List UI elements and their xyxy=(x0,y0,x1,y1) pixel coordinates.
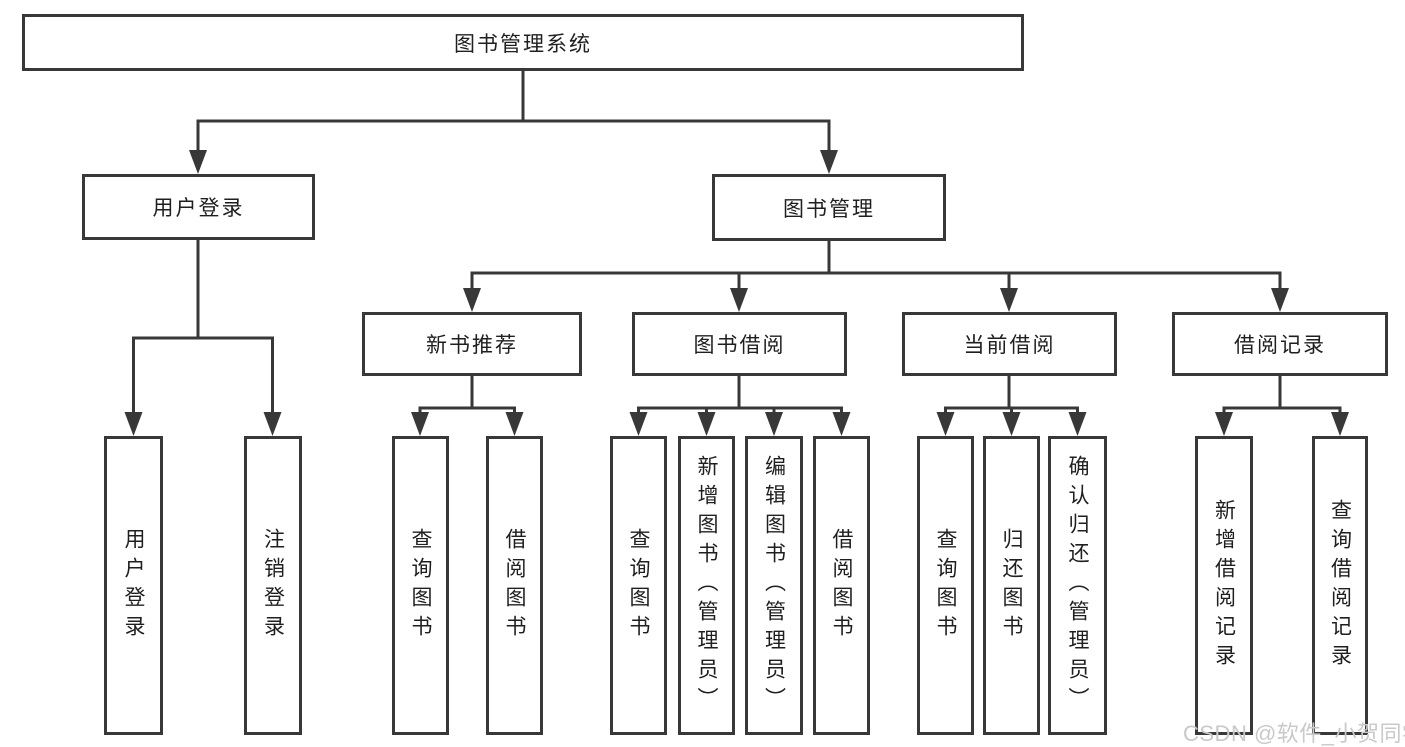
leaf-query-books-current: 查询图书 xyxy=(917,436,974,735)
arrowhead-icon xyxy=(411,412,429,436)
leaf-query-books-borrowing: 查询图书 xyxy=(610,436,667,735)
leaf-label: 归还图书 xyxy=(1000,527,1023,644)
arrowhead-icon xyxy=(730,288,748,312)
arrowheads xyxy=(124,150,1349,436)
leaf-label: 查询图书 xyxy=(934,527,957,644)
leaf-return-books: 归还图书 xyxy=(983,436,1040,735)
node-book-borrowing: 图书借阅 xyxy=(632,312,847,376)
arrowhead-icon xyxy=(463,288,481,312)
leaf-user-login: 用户登录 xyxy=(104,436,163,735)
arrowhead-icon xyxy=(1068,412,1087,436)
leaf-query-borrow-record: 查询借阅记录 xyxy=(1312,436,1368,735)
leaf-borrow-books-recommend: 借阅图书 xyxy=(486,436,543,735)
leaf-label: 新增图书（管理员） xyxy=(695,455,718,716)
node-label: 当前借阅 xyxy=(963,334,1056,357)
node-label: 图书管理 xyxy=(783,197,875,221)
arrowhead-icon xyxy=(629,412,648,436)
arrowhead-icon xyxy=(263,412,282,436)
arrowhead-icon xyxy=(936,412,955,436)
arrowhead-icon xyxy=(832,412,851,436)
leaf-label: 用户登录 xyxy=(122,527,145,644)
leaf-label: 编辑图书（管理员） xyxy=(762,455,786,716)
leaf-borrow-books: 借阅图书 xyxy=(813,436,870,735)
arrowhead-icon xyxy=(1331,412,1349,436)
leaf-add-books-admin: 新增图书（管理员） xyxy=(678,436,735,735)
node-user-login-module: 用户登录 xyxy=(82,174,315,240)
arrowhead-icon xyxy=(505,412,524,436)
node-current-borrowing: 当前借阅 xyxy=(902,312,1117,376)
leaf-logout: 注销登录 xyxy=(244,436,302,735)
arrowhead-icon xyxy=(1002,412,1021,436)
leaf-label: 注销登录 xyxy=(261,527,285,644)
leaf-label: 查询图书 xyxy=(627,527,650,644)
arrowhead-icon xyxy=(124,412,143,436)
leaf-label: 查询借阅记录 xyxy=(1328,498,1352,673)
node-book-management-module: 图书管理 xyxy=(712,174,946,241)
arrowhead-icon xyxy=(1000,288,1018,312)
node-label: 用户登录 xyxy=(152,197,245,220)
node-library-management-system: 图书管理系统 xyxy=(22,14,1024,71)
leaf-query-books-recommend: 查询图书 xyxy=(392,436,449,735)
leaf-label: 借阅图书 xyxy=(830,527,853,644)
leaf-label: 查询图书 xyxy=(409,527,432,644)
leaf-edit-books-admin: 编辑图书（管理员） xyxy=(745,436,803,735)
arrowhead-icon xyxy=(1271,288,1289,312)
node-label: 借阅记录 xyxy=(1234,334,1326,357)
node-new-book-recommendation: 新书推荐 xyxy=(362,312,582,376)
csdn-watermark: CSDN @软件_小贺同学 xyxy=(1183,721,1405,746)
arrowhead-icon xyxy=(765,412,783,436)
node-label: 图书管理系统 xyxy=(454,32,592,56)
arrowhead-icon xyxy=(1215,412,1233,436)
arrowhead-icon xyxy=(697,412,716,436)
node-borrowing-records: 借阅记录 xyxy=(1172,312,1388,376)
leaf-label: 确认归还（管理员） xyxy=(1066,455,1089,716)
node-label: 图书借阅 xyxy=(693,334,786,357)
leaf-add-borrow-record: 新增借阅记录 xyxy=(1195,436,1253,735)
leaf-label: 借阅图书 xyxy=(503,527,526,644)
node-label: 新书推荐 xyxy=(426,334,518,357)
arrowhead-icon xyxy=(820,150,838,174)
leaf-label: 新增借阅记录 xyxy=(1212,498,1236,673)
arrowhead-icon xyxy=(189,150,207,174)
leaf-confirm-return-admin: 确认归还（管理员） xyxy=(1048,436,1107,735)
